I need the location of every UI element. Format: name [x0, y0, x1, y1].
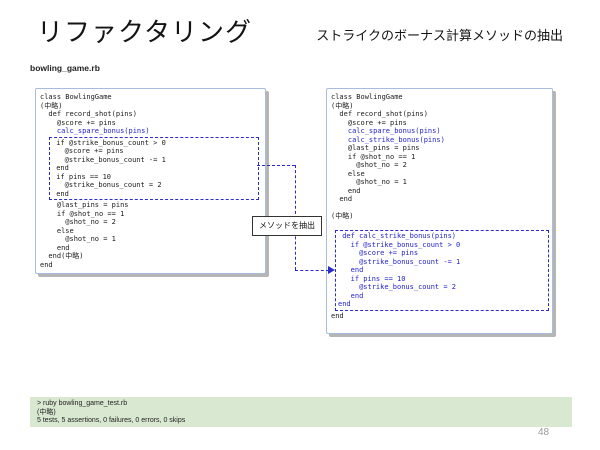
code-line: @score += pins [40, 118, 116, 127]
code-line: (中略) [331, 101, 354, 110]
code-line: if @shot_no == 1 [331, 152, 416, 161]
code-line: def record_shot(pins) [40, 110, 137, 118]
arrow-head-icon [328, 266, 335, 274]
code-line: end [338, 266, 364, 274]
code-line: @score += pins [52, 147, 124, 155]
console-line: > ruby bowling_game_test.rb [37, 400, 128, 407]
code-line: @strike_bonus_count = 2 [52, 181, 162, 189]
page-number: 48 [538, 427, 550, 438]
code-line: end [331, 311, 344, 320]
code-lines-before: class BowlingGame(中略) def record_shot(pi… [40, 93, 261, 136]
code-line: def calc_strike_bonus(pins) [338, 232, 457, 240]
code-line: (中略) [331, 212, 354, 220]
code-line: end(中略) [40, 252, 84, 260]
connector-line-horizontal-right [295, 270, 329, 271]
code-line: @last_pins = pins [40, 201, 129, 209]
code-line: else [331, 169, 365, 178]
code-line [331, 221, 548, 230]
code-line: if @strike_bonus_count > 0 [338, 240, 461, 249]
code-line: @strike_bonus_count = 2 [338, 283, 457, 291]
code-line: if pins == 10 [338, 274, 406, 283]
code-line: (中略) [40, 101, 63, 110]
code-lines-after: @last_pins = pins if @shot_no == 1 @shot… [40, 201, 261, 269]
code-line: @score += pins [331, 118, 407, 127]
code-line: end [52, 189, 69, 198]
code-line: @last_pins = pins [331, 144, 420, 152]
code-line: class BowlingGame [331, 93, 403, 101]
code-line: @shot_no = 2 [331, 161, 407, 169]
code-panel-before-refactor: class BowlingGame(中略) def record_shot(pi… [35, 88, 266, 274]
code-line: @strike_bonus_count -= 1 [52, 155, 166, 164]
console-line: (中略) [37, 408, 56, 416]
code-line [331, 204, 548, 213]
code-line: calc_spare_bonus(pins) [331, 127, 441, 135]
code-line: end [52, 164, 69, 172]
code-line: end [40, 260, 53, 269]
code-panel-after-refactor: class BowlingGame(中略) def record_shot(pi… [326, 88, 553, 334]
code-line: @score += pins [338, 249, 419, 257]
page-title: リファクタリング [37, 17, 252, 47]
code-line: end [331, 186, 361, 195]
extract-selection-box: if @strike_bonus_count > 0 @score += pin… [49, 136, 259, 200]
console-line: 5 tests, 5 assertions, 0 failures, 0 err… [37, 417, 186, 424]
code-line: if @shot_no == 1 [40, 209, 125, 218]
slide-subtitle: ストライクのボーナス計算メソッドの抽出 [316, 28, 563, 43]
code-line: end [331, 195, 353, 203]
code-line: @shot_no = 1 [331, 178, 407, 186]
code-line: if pins == 10 [52, 172, 112, 181]
code-line: calc_spare_bonus(pins) [40, 127, 150, 135]
code-lines-before: class BowlingGame(中略) def record_shot(pi… [331, 93, 548, 229]
code-line: class BowlingGame [40, 93, 112, 101]
test-output-bar: > ruby bowling_game_test.rb(中略)5 tests, … [30, 397, 572, 427]
code-line: end [338, 291, 364, 300]
extract-method-callout: メソッドを抽出 [252, 216, 322, 236]
connector-line-horizontal-left [257, 165, 295, 166]
code-line: def record_shot(pins) [331, 110, 428, 118]
code-line: @strike_bonus_count -= 1 [338, 257, 461, 266]
code-line: calc_strike_bonus(pins) [331, 135, 445, 144]
code-line: @shot_no = 1 [40, 235, 116, 243]
code-line: if @strike_bonus_count > 0 [52, 138, 166, 147]
code-line: else [40, 226, 74, 235]
file-name-label: bowling_game.rb [30, 63, 100, 73]
code-lines-after: end [331, 312, 548, 321]
extracted-method-box: def calc_strike_bonus(pins) if @strike_b… [335, 230, 549, 311]
code-line: @shot_no = 2 [40, 218, 116, 226]
code-line: end [338, 300, 351, 308]
code-line: end [40, 243, 70, 252]
